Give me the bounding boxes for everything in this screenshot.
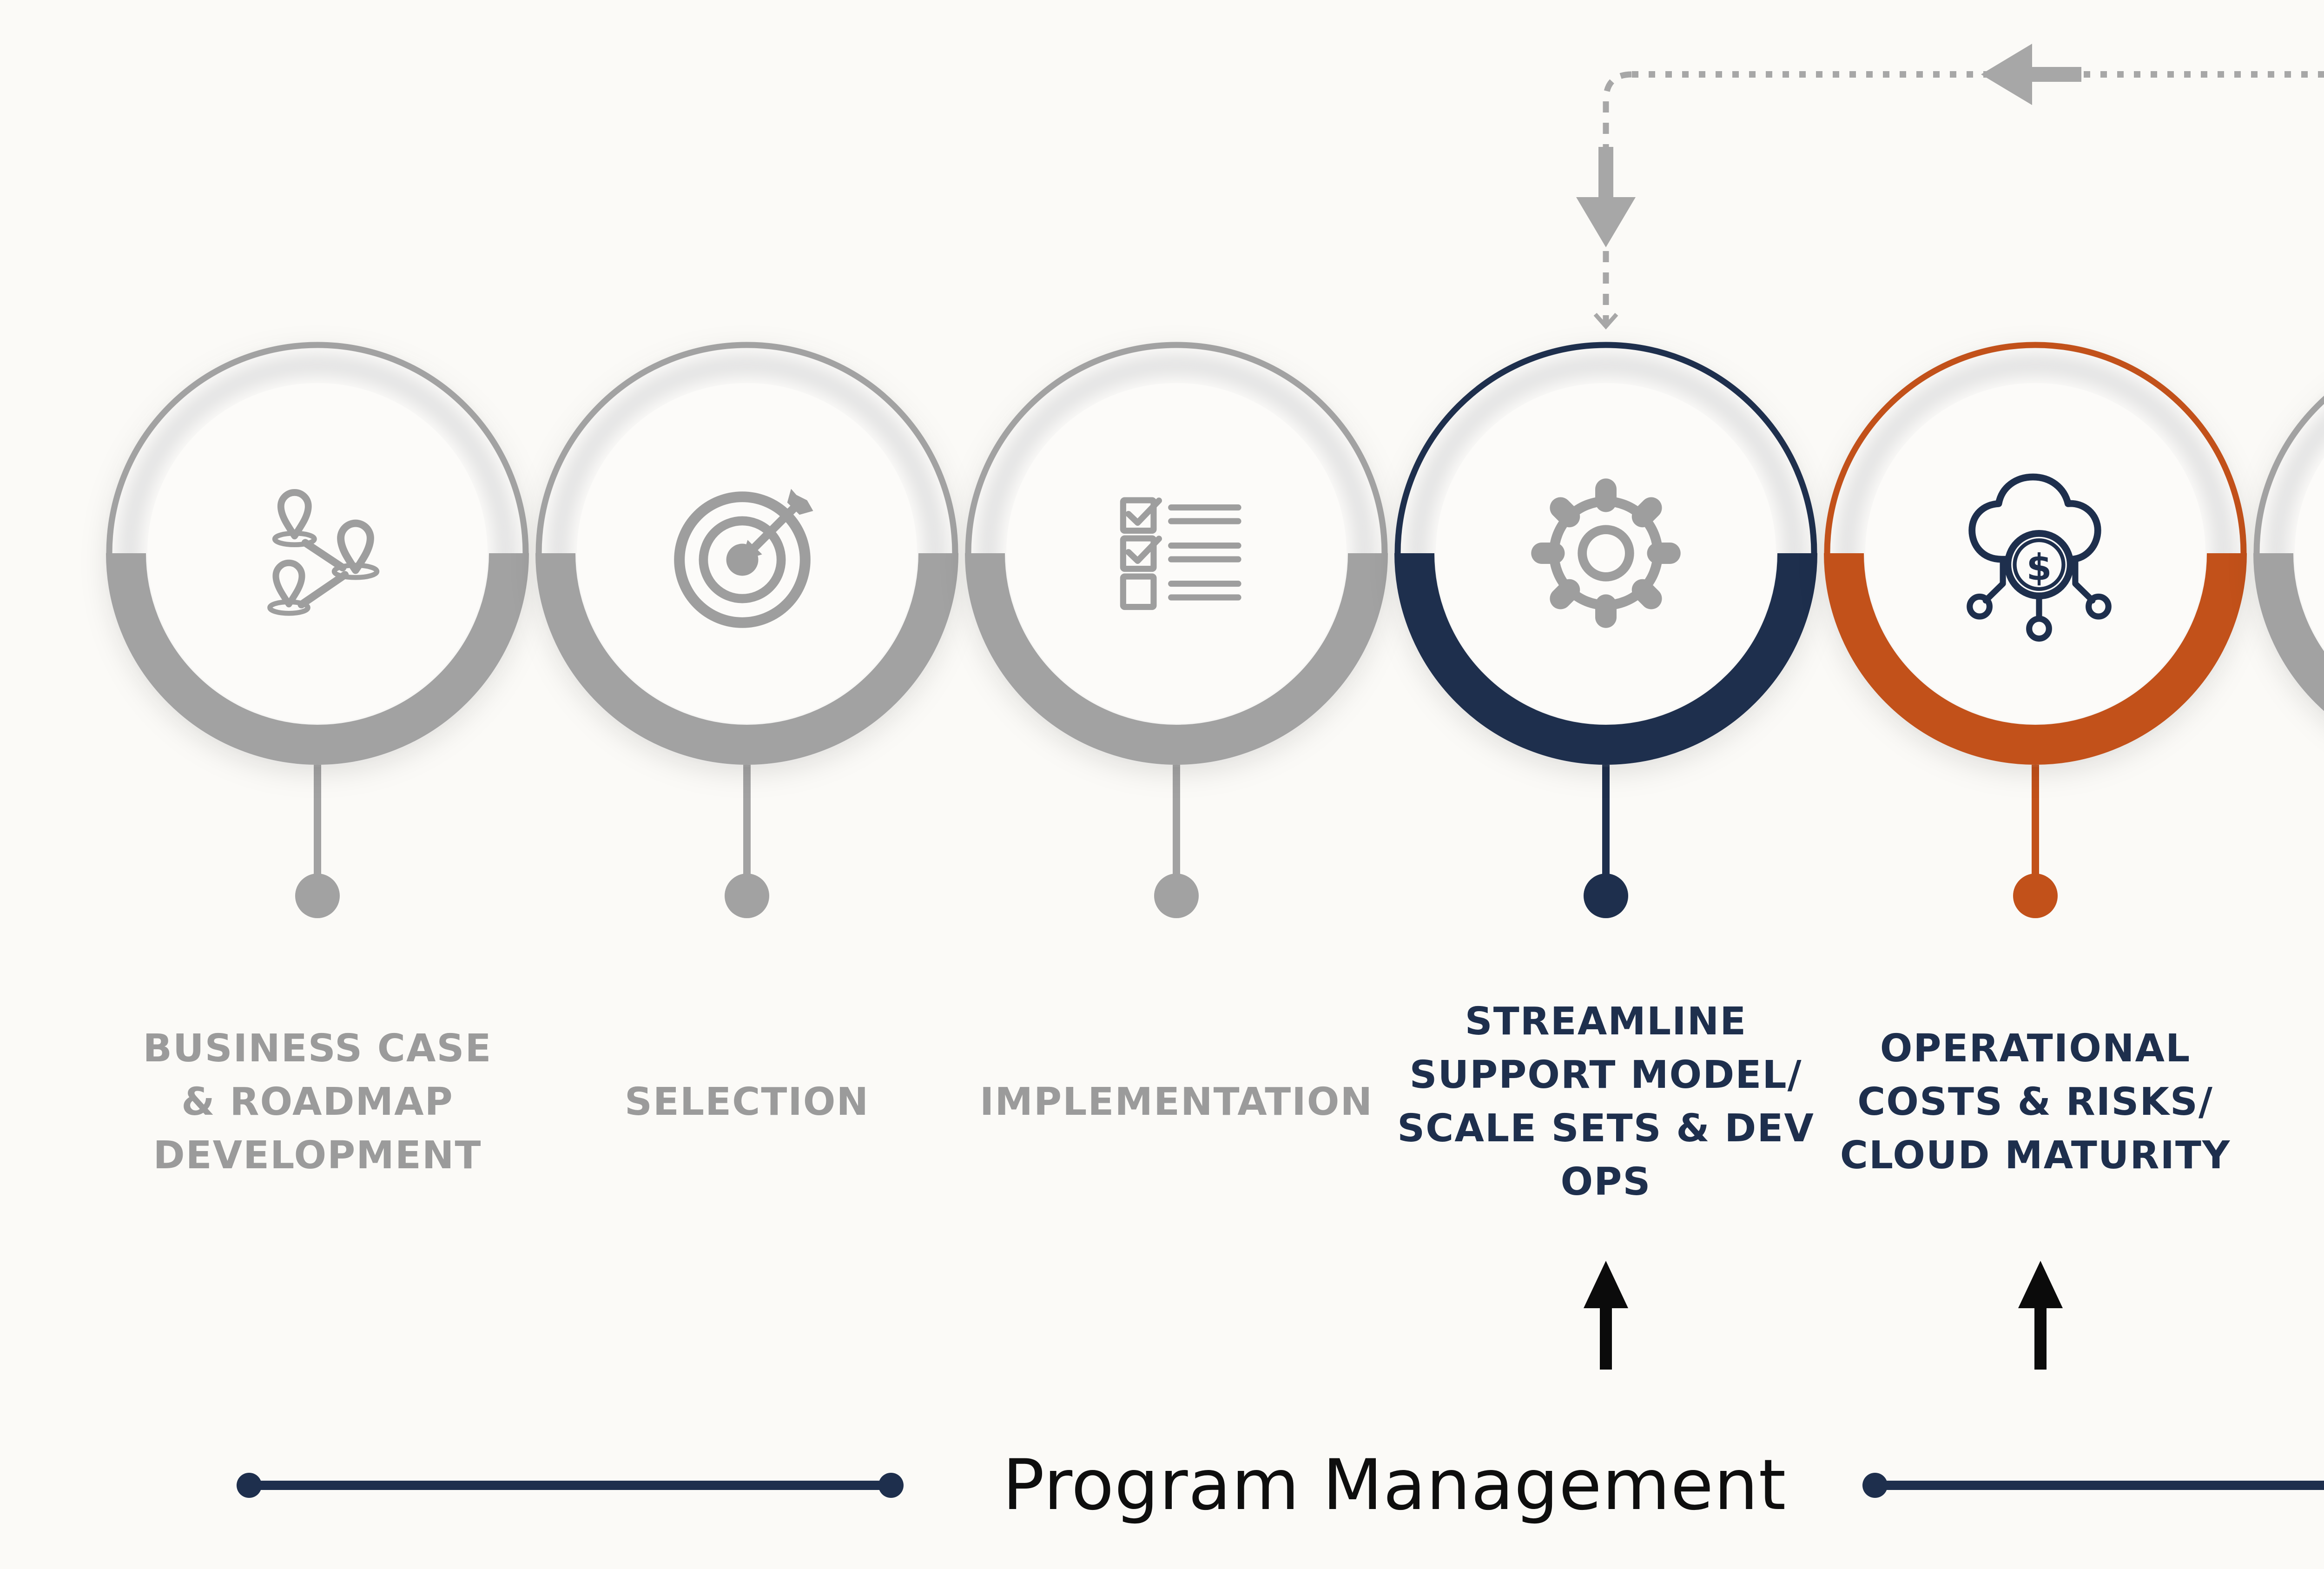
stage-node-upgrades bbox=[2251, 339, 2324, 767]
svg-text:$: $ bbox=[2027, 546, 2052, 589]
gear-icon bbox=[1531, 478, 1681, 628]
stage-node-implementation bbox=[963, 339, 1390, 767]
loop-left-dashed-line bbox=[1603, 71, 1632, 326]
stage-label-upgrades: UPGRADES bbox=[2232, 990, 2324, 1213]
stage-label-implementation: IMPLEMENTATION bbox=[979, 1079, 1373, 1124]
program-up-arrow-right-icon bbox=[2018, 1261, 2063, 1370]
loop-left-arrow-icon bbox=[1981, 44, 2081, 105]
stage-node-selection bbox=[533, 339, 961, 767]
stage-stems bbox=[295, 765, 2058, 918]
cloud-cost-icon: $ bbox=[1967, 473, 2112, 642]
program-management-title: Program Management bbox=[1002, 1445, 1787, 1526]
route-pins-icon bbox=[267, 489, 380, 616]
stage-label-operational-costs: OPERATIONAL COSTS & RISKS/ CLOUD MATURIT… bbox=[1840, 1026, 2231, 1178]
checklist-icon bbox=[1120, 497, 1241, 610]
loop-down-arrow-icon bbox=[1576, 147, 1636, 247]
loop-arrowhead-icon bbox=[1593, 313, 1618, 330]
stage-node-business-case bbox=[104, 339, 531, 767]
program-management-span bbox=[237, 1473, 2324, 1498]
stage-label-business-case: BUSINESS CASE & ROADMAP DEVELOPMENT bbox=[143, 1026, 492, 1178]
stage-node-streamline-support bbox=[1392, 339, 1820, 767]
target-icon bbox=[674, 489, 813, 628]
stage-label-streamline-support: STREAMLINE SUPPORT MODEL/ SCALE SETS & D… bbox=[1397, 1000, 1815, 1204]
stage-label-selection: SELECTION bbox=[624, 1079, 870, 1124]
stage-node-operational-costs: $ bbox=[1822, 339, 2249, 767]
program-up-arrow-left-icon bbox=[1584, 1261, 1628, 1370]
